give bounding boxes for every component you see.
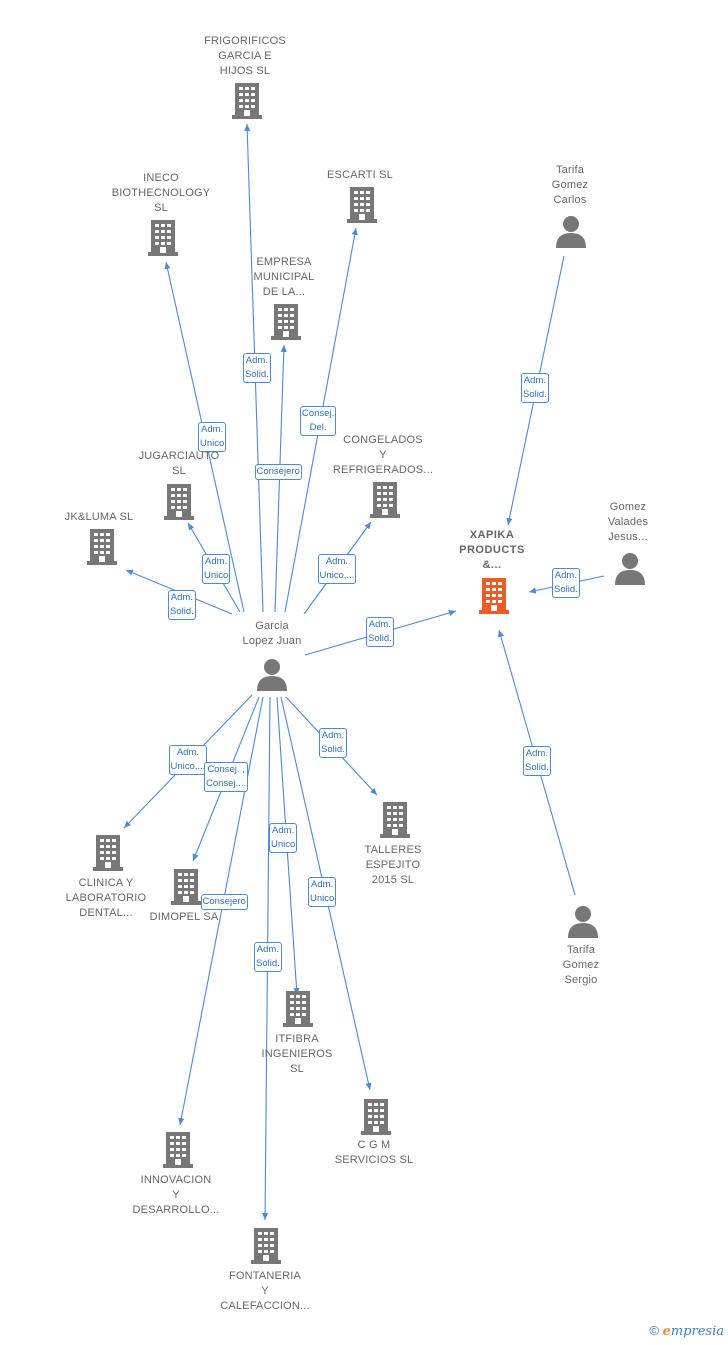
building-icon-cgm[interactable] <box>361 1099 391 1135</box>
nodes-layer <box>87 83 645 1264</box>
person-icon-gomez_valades[interactable] <box>615 553 645 585</box>
building-icon-fontaneria[interactable] <box>251 1228 281 1264</box>
building-icon-empresa[interactable] <box>271 304 301 340</box>
building-icon-itfibra[interactable] <box>283 991 313 1027</box>
node-label-talleres[interactable]: TALLERES ESPEJITO 2015 SL <box>364 843 422 886</box>
node-label-tarifa_sergio[interactable]: Tarifa Gomez Sergio <box>562 943 600 986</box>
edge-label-clinica[interactable]: Adm. Unico,... <box>168 745 208 775</box>
node-label-congelados[interactable]: CONGELADOS Y REFRIGERADOS... <box>332 433 434 476</box>
edge-label-frigorificos[interactable]: Adm. Solid. <box>243 353 271 383</box>
node-label-innovacion[interactable]: INNOVACION Y DESARROLLO... <box>132 1173 220 1216</box>
node-label-gomez_valades[interactable]: Gomez Valades Jesus... <box>607 500 649 543</box>
node-label-itfibra[interactable]: ITFIBRA INGENIEROS SL <box>261 1032 333 1075</box>
edge-label-jugarciauto[interactable]: Adm. Unico <box>202 554 231 584</box>
edge-label-itfibra[interactable]: Adm. Unico <box>269 823 298 853</box>
building-icon-jkluma[interactable] <box>87 529 117 565</box>
node-label-cgm[interactable]: C G M SERVICIOS SL <box>334 1139 414 1166</box>
edge-garcia-to-innovacion <box>178 696 264 1126</box>
person-icon-tarifa_sergio[interactable] <box>568 906 598 938</box>
building-icon-escarti[interactable] <box>347 187 377 223</box>
building-icon-clinica[interactable] <box>93 835 123 871</box>
node-label-empresa[interactable]: EMPRESA MUNICIPAL DE LA... <box>253 255 315 298</box>
edge-label-xapika[interactable]: Adm. Solid. <box>552 568 580 598</box>
edge-label-escarti[interactable]: Consej. Del. <box>300 406 337 436</box>
node-label-ineco[interactable]: INECO BIOTHECNOLOGY SL <box>111 171 211 214</box>
edges-layer <box>123 123 605 1221</box>
edge-label-congelados[interactable]: Adm. Unico,... <box>317 554 357 584</box>
building-icon-talleres[interactable] <box>380 802 410 838</box>
edge-label-fontaneria[interactable]: Adm. Solid. <box>254 942 282 972</box>
edge-label-empresa[interactable]: Consejero <box>254 464 302 480</box>
edge-label-cgm[interactable]: Adm. Unico <box>308 877 337 907</box>
building-icon-congelados[interactable] <box>370 482 400 518</box>
edge-label-innovacion[interactable]: Consejero <box>200 894 248 910</box>
building-icon-jugarciauto[interactable] <box>164 484 194 520</box>
building-icon-frigorificos[interactable] <box>232 83 262 119</box>
edge-label-ineco[interactable]: Adm. Unico <box>198 422 227 452</box>
copyright-symbol: © <box>649 1323 659 1338</box>
edge-label-xapika[interactable]: Adm. Solid. <box>521 373 549 403</box>
node-label-clinica[interactable]: CLINICA Y LABORATORIO DENTAL... <box>65 876 147 919</box>
edge-label-talleres[interactable]: Adm. Solid. <box>319 728 347 758</box>
node-label-escarti[interactable]: ESCARTI SL <box>327 168 393 181</box>
node-label-fontaneria[interactable]: FONTANERIA Y CALEFACCION... <box>220 1269 310 1312</box>
node-label-dimopel[interactable]: DIMOPEL SA <box>149 910 219 923</box>
building-icon-innovacion[interactable] <box>163 1132 193 1168</box>
edge-label-dimopel[interactable]: Consej. , Consej.... <box>204 762 249 792</box>
edge-label-xapika[interactable]: Adm. Solid. <box>523 746 551 776</box>
node-label-xapika[interactable]: XAPIKA PRODUCTS &... <box>459 528 525 571</box>
brand-logo-text: mpresia <box>670 1324 724 1339</box>
node-label-tarifa_carlos[interactable]: Tarifa Gomez Carlos <box>551 163 589 206</box>
building-icon-xapika[interactable] <box>479 578 509 614</box>
brand-logo-e: e <box>662 1324 671 1339</box>
node-label-jkluma[interactable]: JK&LUMA SL <box>64 510 134 523</box>
node-label-garcia[interactable]: Garcia Lopez Juan <box>242 620 302 647</box>
edge-label-jkluma[interactable]: Adm. Solid. <box>168 590 196 620</box>
building-icon-ineco[interactable] <box>148 220 178 256</box>
person-icon-garcia[interactable] <box>257 659 287 691</box>
node-label-frigorificos[interactable]: FRIGORIFICOS GARCIA E HIJOS SL <box>204 34 286 77</box>
person-icon-tarifa_carlos[interactable] <box>556 216 586 248</box>
building-icon-dimopel[interactable] <box>171 869 201 905</box>
footer-brand[interactable]: © empresia <box>649 1323 724 1339</box>
edge-label-xapika[interactable]: Adm. Solid. <box>366 617 394 647</box>
node-label-jugarciauto[interactable]: JUGARCIAUTO SL <box>138 450 220 477</box>
